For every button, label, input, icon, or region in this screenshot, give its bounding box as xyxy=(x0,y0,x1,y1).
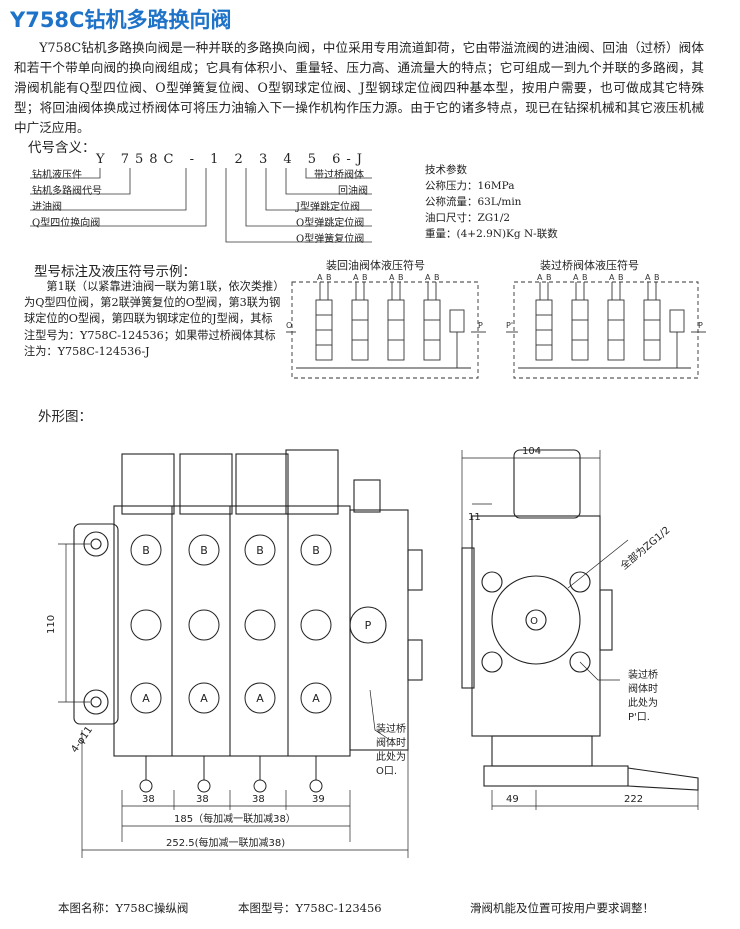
note-left: 此处为 xyxy=(376,750,406,763)
code-label-right: O型弹簧复位阀 xyxy=(296,234,365,245)
port-A-label: A xyxy=(142,692,150,705)
code-label-left: 钻机液压件 xyxy=(32,170,82,181)
note-right: P'口. xyxy=(628,712,650,723)
port-A-label: A xyxy=(256,692,264,705)
dim-104: 104 xyxy=(522,446,541,457)
dim-bottom: 38 xyxy=(142,794,155,805)
port-A-label: A xyxy=(312,692,320,705)
port-B-label: B xyxy=(434,273,440,282)
dim-2525: 252.5(每加减一联加减38) xyxy=(166,836,285,849)
dim-110: 110 xyxy=(46,615,57,634)
note-left: O口. xyxy=(376,766,397,777)
example-heading: 型号标注及液压符号示例： xyxy=(34,264,196,280)
code-heading: 代号含义： xyxy=(28,140,96,156)
spec-heading: 技术参数 xyxy=(425,164,467,176)
port-A-label: A xyxy=(537,273,543,282)
code-label-right: 带过桥阀体 xyxy=(314,170,364,181)
port-P-prime-label: P' xyxy=(506,321,513,330)
footer-drawing-name: 本图名称：Y758C操纵阀 xyxy=(58,901,189,915)
return-symbol-title: 装回油阀体液压符号 xyxy=(326,259,425,272)
spool-group xyxy=(315,299,441,361)
dim-185: 185（每加减一联加减38） xyxy=(174,812,296,825)
port-P-label: P xyxy=(698,321,703,330)
footer-drawing-model: 本图型号：Y758C-123456 xyxy=(238,901,382,915)
port-B-label: B xyxy=(398,273,404,282)
port-B-label: B xyxy=(546,273,552,282)
intro-paragraph: Y758C钻机多路换向阀是一种并联的多路换向阀，中位采用专用流道卸荷，它由带溢流… xyxy=(14,40,704,135)
port-B-label: B xyxy=(312,544,320,557)
code-label-left: Q型四位换向阀 xyxy=(32,218,101,229)
dim-222: 222 xyxy=(624,794,643,805)
port-A-label: A xyxy=(200,692,208,705)
note-left: 装过桥 xyxy=(376,722,406,735)
spec-block: 技术参数 公称压力：16MPa 公称流量：63L/min 油口尺寸：ZG1/2 … xyxy=(425,162,558,242)
dim-bottom: 38 xyxy=(196,794,209,805)
port-A-label: A xyxy=(353,273,359,282)
spec-line: 油口尺寸：ZG1/2 xyxy=(425,212,511,224)
code-label-left: 进油阀 xyxy=(32,202,62,213)
port-P-label: P xyxy=(478,321,483,330)
note-right: 此处为 xyxy=(628,696,658,709)
port-A-label: A xyxy=(645,273,651,282)
port-O-label: O xyxy=(286,321,292,330)
port-A-label: A xyxy=(573,273,579,282)
dim-bottom: 39 xyxy=(312,794,325,805)
code-label-left: 钻机多路阀代号 xyxy=(32,186,102,197)
bridge-symbol-title: 装过桥阀体液压符号 xyxy=(540,259,639,272)
front-view-drawing: B B B B A A A A P 110 4-φ11 38 38 38 39 … xyxy=(46,449,423,858)
side-view-drawing: 104 11 49 222 O 全部为ZG1/2 装过桥 阀体时 此处为 P'口… xyxy=(461,446,699,810)
port-A-label: A xyxy=(389,273,395,282)
example-text: 第1联（以紧靠进油阀一联为第1联，依次类推）为Q型四位阀，第2联弹簧复位的O型阀… xyxy=(24,280,281,358)
port-B-label: B xyxy=(142,544,150,557)
note-right: 阀体时 xyxy=(628,682,658,695)
spec-line: 公称压力：16MPa xyxy=(425,180,515,192)
code-label-right: 回油阀 xyxy=(338,186,368,197)
note-left: 阀体时 xyxy=(376,736,406,749)
port-O-label: O xyxy=(530,616,538,627)
outline-heading: 外形图： xyxy=(38,409,92,425)
port-B-label: B xyxy=(326,273,332,282)
port-A-label: A xyxy=(609,273,615,282)
port-B-label: B xyxy=(362,273,368,282)
thread-note: 全部为ZG1/2 xyxy=(618,523,673,572)
dim-49: 49 xyxy=(506,794,519,805)
port-B-label: B xyxy=(256,544,264,557)
dim-11: 11 xyxy=(468,512,481,523)
port-A-label: A xyxy=(425,273,431,282)
port-B-label: B xyxy=(618,273,624,282)
page-title: Y758C钻机多路换向阀 xyxy=(10,8,232,32)
code-label-right: J型弹跳定位阀 xyxy=(296,202,361,213)
spec-line: 重量：(4+2.9N)Kg N-联数 xyxy=(425,228,558,240)
port-P-label: P xyxy=(365,619,372,632)
port-B-label: B xyxy=(200,544,208,557)
footer-note: 滑阀机能及位置可按用户要求调整！ xyxy=(470,901,654,915)
note-right: 装过桥 xyxy=(628,668,658,681)
port-A-label: A xyxy=(317,273,323,282)
dim-bottom: 38 xyxy=(252,794,265,805)
model-code: Y 758C - 1 2 3 4 5 6-J xyxy=(96,152,369,167)
port-B-label: B xyxy=(654,273,660,282)
port-B-label: B xyxy=(582,273,588,282)
code-label-right: O型弹跳定位阀 xyxy=(296,218,365,229)
spec-line: 公称流量：63L/min xyxy=(425,196,522,208)
